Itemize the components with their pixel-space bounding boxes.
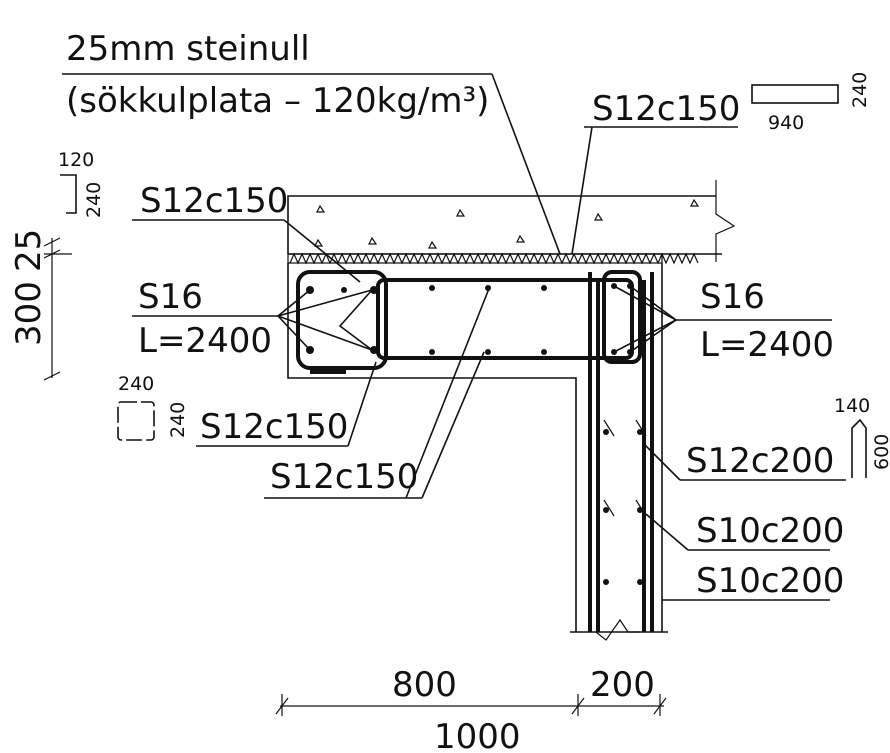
hook-shape-icon xyxy=(60,174,77,214)
insulation-label-line1: 25mm steinull xyxy=(66,29,310,69)
closed-stirrup-label: S12c150 xyxy=(200,407,348,447)
insulation-hatch xyxy=(289,252,699,265)
slab-outline-top xyxy=(287,195,716,254)
closed-stirrup-height: 240 xyxy=(167,402,189,438)
wall-bar-shape-icon xyxy=(851,418,867,478)
beam-wall-outline-left xyxy=(287,263,577,632)
insulation-label-line2: (sökkulplata – 120kg/m³) xyxy=(66,81,489,121)
left-bars-label: S16 xyxy=(138,277,203,317)
wall-bar-shape-height: 600 xyxy=(871,434,890,470)
wall-bar-3-label: S10c200 xyxy=(696,561,844,601)
insulation-strip xyxy=(287,253,663,264)
level-tick-1 xyxy=(43,237,61,247)
wall-bar-label: S12c200 xyxy=(686,441,834,481)
wall-bar-leader xyxy=(643,443,681,481)
level-dim-a: 300 xyxy=(9,281,49,346)
top-bar-leader xyxy=(571,126,593,255)
rebar-dots xyxy=(306,283,643,585)
level-tick-3 xyxy=(43,371,61,381)
top-bar-label: S12c150 xyxy=(592,89,740,129)
slab-stirrup-label: S12c150 xyxy=(140,181,288,221)
wall-bar-2-leader xyxy=(645,513,689,551)
right-bars-label: S16 xyxy=(700,277,765,317)
top-bar-shape-length: 940 xyxy=(768,112,804,134)
insulation-leader xyxy=(491,73,561,255)
dim-seg1: 800 xyxy=(392,665,457,705)
right-corner-stirrup xyxy=(602,270,642,364)
slab-break-line xyxy=(715,180,736,262)
lower-stirrup-leader-2 xyxy=(421,351,485,499)
left-bars-length: L=2400 xyxy=(138,321,272,361)
closed-stirrup-icon xyxy=(117,401,155,441)
hook-leg-a: 120 xyxy=(58,149,94,171)
right-bars-leaders xyxy=(613,285,677,353)
lower-stirrup-label: S12c150 xyxy=(270,457,418,497)
hook-leg-b: 240 xyxy=(83,182,105,218)
wall-hook-ticks xyxy=(603,419,647,517)
left-bars-leaders xyxy=(277,289,373,351)
closed-stirrup-leader xyxy=(347,361,377,447)
lower-stirrup-leader-1 xyxy=(405,285,491,499)
beam-stirrup xyxy=(376,278,634,360)
wall-bar-shape-width: 140 xyxy=(834,395,870,417)
bar-shape-940-icon xyxy=(751,84,839,104)
wall-break-line xyxy=(595,618,640,641)
slab-aggregate xyxy=(314,198,700,249)
top-bar-shape-height: 240 xyxy=(849,72,871,108)
dim-seg2: 200 xyxy=(590,665,655,705)
dim-total: 1000 xyxy=(434,717,521,753)
right-bars-length: L=2400 xyxy=(700,325,834,365)
wall-bar-2-label: S10c200 xyxy=(696,511,844,551)
closed-stirrup-width: 240 xyxy=(118,373,154,395)
left-corner-stirrup xyxy=(296,270,388,370)
level-dim-b: 25 xyxy=(9,229,49,272)
